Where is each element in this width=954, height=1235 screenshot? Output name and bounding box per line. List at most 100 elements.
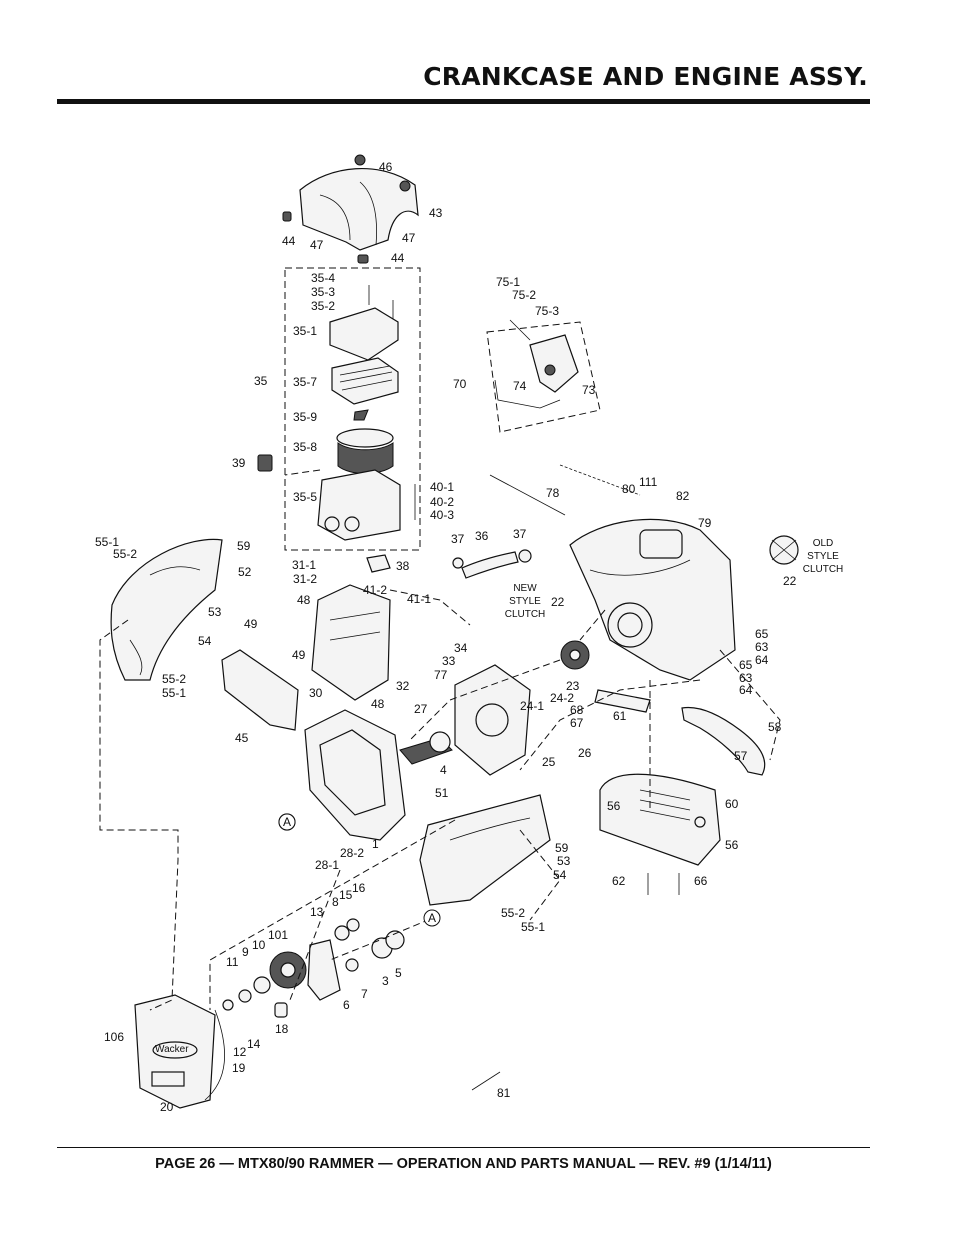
old-style-clutch-note: OLD STYLE CLUTCH — [803, 538, 844, 575]
lower-shield-drawing — [221, 649, 299, 731]
svg-text:OLD: OLD — [813, 538, 834, 549]
part-callout: 40-1 — [430, 480, 454, 494]
part-callout: 74 — [513, 379, 527, 393]
part-callout: 43 — [429, 206, 443, 220]
part-callout: 81 — [497, 1086, 511, 1100]
part-callout: 27 — [414, 702, 428, 716]
part-callout: 35-5 — [293, 490, 317, 504]
part-callout: 61 — [613, 709, 627, 723]
part-callout: 67 — [570, 716, 584, 730]
part-callout: 55-1 — [521, 920, 545, 934]
part-callout: 15 — [339, 888, 353, 902]
part-callout: 57 — [734, 749, 748, 763]
air-cleaner-parts-drawing — [257, 285, 416, 573]
part-callout: 56 — [725, 838, 739, 852]
part-callout: 63 — [755, 640, 769, 654]
part-callout: 35-7 — [293, 375, 317, 389]
svg-text:CLUTCH: CLUTCH — [803, 564, 844, 575]
part-callout: 55-2 — [162, 672, 186, 686]
part-callout: 49 — [244, 617, 258, 631]
part-callout: 11 — [226, 955, 239, 969]
crankcase-drawing — [278, 709, 406, 841]
old-style-clutch-drawing — [769, 535, 799, 565]
part-callout: 73 — [582, 383, 596, 397]
part-callout: 41-2 — [363, 583, 387, 597]
footer-rule — [57, 1147, 870, 1148]
svg-text:NEW: NEW — [513, 583, 537, 594]
tie-strap-drawing — [471, 1071, 501, 1091]
wacker-logo: Wacker — [155, 1044, 189, 1055]
page-footer: PAGE 26 — MTX80/90 RAMMER — OPERATION AN… — [155, 1156, 772, 1172]
part-callout: 70 — [453, 377, 467, 391]
part-callout: 55-1 — [95, 535, 119, 549]
part-callout: 18 — [275, 1022, 289, 1036]
part-callout: 47 — [402, 231, 416, 245]
part-callout: 24-1 — [520, 699, 544, 713]
reference-marker-a: A — [423, 909, 441, 927]
part-callout: 53 — [557, 854, 571, 868]
throttle-assembly-box — [486, 321, 601, 433]
part-callout: 22 — [783, 574, 797, 588]
part-callout: 28-1 — [315, 858, 339, 872]
part-callout: 25 — [542, 755, 556, 769]
part-callout: 6 — [343, 998, 350, 1012]
svg-text:STYLE: STYLE — [509, 596, 541, 607]
part-callout: 4 — [440, 763, 447, 777]
part-callout: 55-2 — [113, 547, 137, 561]
part-callout: 7 — [361, 987, 368, 1001]
engine-mount-drawing — [311, 584, 391, 701]
part-callout: 82 — [676, 489, 690, 503]
part-callout: 26 — [578, 746, 592, 760]
part-callout: 45 — [235, 731, 249, 745]
mount-plate-drawing — [599, 773, 721, 895]
part-callout: 65 — [755, 627, 769, 641]
part-callout: 35 — [254, 374, 268, 388]
part-callout: 35-8 — [293, 440, 317, 454]
part-callout: 32 — [396, 679, 410, 693]
part-callout: 23 — [566, 679, 580, 693]
part-callout: 5 — [395, 966, 402, 980]
page-title: CRANKCASE AND ENGINE ASSY. — [423, 62, 868, 91]
part-callout: 28-2 — [340, 846, 364, 860]
part-callout: 64 — [755, 653, 769, 667]
part-callout: 77 — [434, 668, 448, 682]
clutch-and-fuel-line-drawing — [452, 549, 590, 670]
part-callout: 33 — [442, 654, 456, 668]
side-cover-drawing — [419, 794, 551, 906]
part-callout: 53 — [208, 605, 222, 619]
part-callout: 44 — [391, 251, 405, 265]
part-callout: 59 — [555, 841, 569, 855]
part-callout: 16 — [352, 881, 366, 895]
svg-text:CLUTCH: CLUTCH — [505, 609, 546, 620]
part-callout: 10 — [252, 938, 266, 952]
part-callout: 66 — [694, 874, 708, 888]
part-callout: 35-9 — [293, 410, 317, 424]
assembly-lines — [99, 469, 781, 1011]
gear-train-drawing — [222, 918, 405, 1018]
part-callout: 35-1 — [293, 324, 317, 338]
part-callout: 80 — [622, 482, 636, 496]
throttle-lever-drawing — [494, 319, 579, 409]
part-callout: 3 — [382, 974, 389, 988]
part-callout: 111 — [639, 475, 658, 489]
part-callout: 62 — [612, 874, 626, 888]
air-cleaner-assembly-box — [284, 267, 421, 551]
part-callout: 46 — [379, 160, 393, 174]
part-callout: 37 — [451, 532, 465, 546]
part-callout: 68 — [570, 703, 584, 717]
reference-marker-a: A — [278, 813, 296, 831]
part-callout: 13 — [310, 905, 324, 919]
part-callout: 14 — [247, 1037, 261, 1051]
part-callout: 20 — [160, 1100, 174, 1114]
part-callout: 78 — [546, 486, 560, 500]
svg-text:A: A — [283, 815, 291, 829]
part-callout: 79 — [698, 516, 712, 530]
part-callout: 106 — [104, 1030, 124, 1044]
part-callout: 35-2 — [311, 299, 335, 313]
part-callout: 30 — [309, 686, 323, 700]
part-callout: 22 — [551, 595, 565, 609]
part-callout: 44 — [282, 234, 296, 248]
title-rule — [57, 99, 870, 104]
